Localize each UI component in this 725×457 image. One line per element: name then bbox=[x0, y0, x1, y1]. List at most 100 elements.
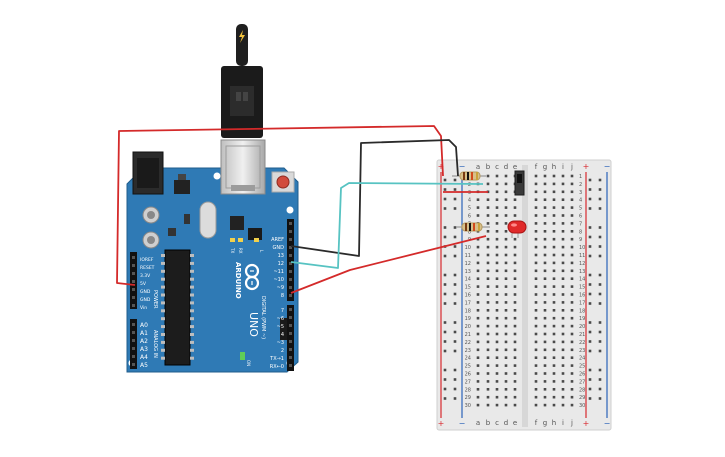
breadboard-hole[interactable] bbox=[561, 324, 565, 328]
breadboard-hole[interactable] bbox=[543, 380, 547, 383]
breadboard-hole[interactable] bbox=[552, 253, 556, 257]
breadboard-hole[interactable] bbox=[561, 261, 565, 265]
breadboard-hole[interactable] bbox=[552, 214, 556, 217]
header-pin[interactable] bbox=[132, 339, 135, 342]
breadboard-hole[interactable] bbox=[552, 380, 556, 383]
breadboard-hole[interactable] bbox=[534, 395, 538, 399]
breadboard-hole[interactable] bbox=[543, 348, 547, 352]
breadboard-hole[interactable] bbox=[552, 356, 556, 359]
breadboard-hole[interactable] bbox=[476, 380, 480, 383]
breadboard-hole[interactable] bbox=[486, 380, 490, 383]
breadboard-hole[interactable] bbox=[504, 293, 508, 296]
breadboard-hole[interactable] bbox=[561, 269, 565, 273]
breadboard-hole[interactable] bbox=[495, 395, 499, 399]
red-led[interactable] bbox=[507, 220, 527, 238]
breadboard-hole[interactable] bbox=[504, 348, 508, 352]
breadboard-hole[interactable] bbox=[543, 364, 547, 367]
breadboard-hole[interactable] bbox=[561, 348, 565, 352]
breadboard-hole[interactable] bbox=[486, 245, 490, 249]
breadboard-hole[interactable] bbox=[543, 356, 547, 359]
header-pin[interactable] bbox=[132, 272, 135, 275]
breadboard-hole[interactable] bbox=[486, 301, 490, 304]
breadboard-hole[interactable] bbox=[504, 253, 508, 257]
breadboard-hole[interactable] bbox=[552, 403, 556, 407]
rail-hole[interactable] bbox=[443, 330, 447, 334]
breadboard-hole[interactable] bbox=[561, 403, 565, 407]
breadboard-hole[interactable] bbox=[570, 348, 574, 352]
breadboard-hole[interactable] bbox=[504, 332, 508, 336]
rail-hole[interactable] bbox=[588, 188, 592, 191]
breadboard-hole[interactable] bbox=[552, 348, 556, 352]
breadboard-hole[interactable] bbox=[476, 340, 480, 344]
breadboard-hole[interactable] bbox=[486, 293, 490, 296]
breadboard-hole[interactable] bbox=[504, 356, 508, 359]
rail-hole[interactable] bbox=[443, 254, 447, 258]
breadboard-hole[interactable] bbox=[495, 309, 499, 312]
breadboard-hole[interactable] bbox=[561, 356, 565, 359]
breadboard-hole[interactable] bbox=[570, 261, 574, 265]
breadboard-hole[interactable] bbox=[534, 277, 538, 280]
breadboard-hole[interactable] bbox=[504, 309, 508, 312]
header-pin[interactable] bbox=[132, 280, 135, 283]
wire-gnd-black[interactable] bbox=[290, 139, 459, 257]
breadboard-hole[interactable] bbox=[552, 198, 556, 201]
breadboard-hole[interactable] bbox=[543, 230, 547, 233]
header-pin[interactable] bbox=[289, 286, 292, 289]
rail-hole[interactable] bbox=[453, 321, 457, 324]
rail-hole[interactable] bbox=[588, 283, 592, 286]
breadboard-hole[interactable] bbox=[495, 348, 499, 352]
breadboard-hole[interactable] bbox=[543, 340, 547, 344]
breadboard-hole[interactable] bbox=[495, 261, 499, 265]
breadboard-hole[interactable] bbox=[543, 190, 547, 194]
rail-hole[interactable] bbox=[588, 302, 592, 305]
wire-5v-red[interactable] bbox=[116, 125, 444, 286]
header-pin[interactable] bbox=[132, 363, 135, 366]
breadboard-hole[interactable] bbox=[513, 372, 517, 375]
breadboard-hole[interactable] bbox=[534, 380, 538, 383]
breadboard-hole[interactable] bbox=[513, 316, 517, 320]
resistor-1[interactable] bbox=[452, 171, 486, 181]
breadboard-hole[interactable] bbox=[534, 269, 538, 273]
breadboard-hole[interactable] bbox=[495, 245, 499, 249]
breadboard-hole[interactable] bbox=[495, 380, 499, 383]
rail-hole[interactable] bbox=[588, 226, 592, 229]
breadboard-hole[interactable] bbox=[476, 356, 480, 359]
breadboard-hole[interactable] bbox=[476, 324, 480, 328]
breadboard-hole[interactable] bbox=[534, 190, 538, 194]
rail-hole[interactable] bbox=[598, 283, 602, 286]
breadboard-hole[interactable] bbox=[495, 222, 499, 225]
breadboard-hole[interactable] bbox=[534, 245, 538, 249]
breadboard-hole[interactable] bbox=[552, 237, 556, 241]
breadboard-hole[interactable] bbox=[534, 222, 538, 225]
breadboard-hole[interactable] bbox=[561, 301, 565, 304]
header-pin[interactable] bbox=[132, 304, 135, 307]
rail-hole[interactable] bbox=[443, 321, 447, 324]
breadboard-hole[interactable] bbox=[543, 324, 547, 328]
breadboard-hole[interactable] bbox=[513, 285, 517, 288]
breadboard-hole[interactable] bbox=[534, 388, 538, 391]
rail-hole[interactable] bbox=[598, 340, 602, 343]
rail-hole[interactable] bbox=[453, 273, 457, 277]
breadboard-hole[interactable] bbox=[543, 277, 547, 280]
breadboard-hole[interactable] bbox=[561, 206, 565, 209]
breadboard-hole[interactable] bbox=[495, 340, 499, 344]
rail-hole[interactable] bbox=[588, 368, 592, 372]
rail-hole[interactable] bbox=[598, 397, 602, 400]
rail-hole[interactable] bbox=[443, 368, 447, 372]
breadboard-hole[interactable] bbox=[561, 388, 565, 391]
rail-hole[interactable] bbox=[453, 254, 457, 258]
rail-hole[interactable] bbox=[598, 292, 602, 296]
breadboard-hole[interactable] bbox=[552, 316, 556, 320]
breadboard-hole[interactable] bbox=[486, 198, 490, 201]
header-pins[interactable] bbox=[132, 222, 292, 367]
breadboard-hole[interactable] bbox=[570, 206, 574, 209]
breadboard-hole[interactable] bbox=[570, 380, 574, 383]
breadboard-hole[interactable] bbox=[504, 324, 508, 328]
rail-hole[interactable] bbox=[453, 245, 457, 248]
breadboard-hole[interactable] bbox=[543, 332, 547, 336]
breadboard-hole[interactable] bbox=[552, 222, 556, 225]
breadboard-hole[interactable] bbox=[534, 403, 538, 407]
breadboard-hole[interactable] bbox=[570, 245, 574, 249]
rail-hole[interactable] bbox=[588, 254, 592, 258]
